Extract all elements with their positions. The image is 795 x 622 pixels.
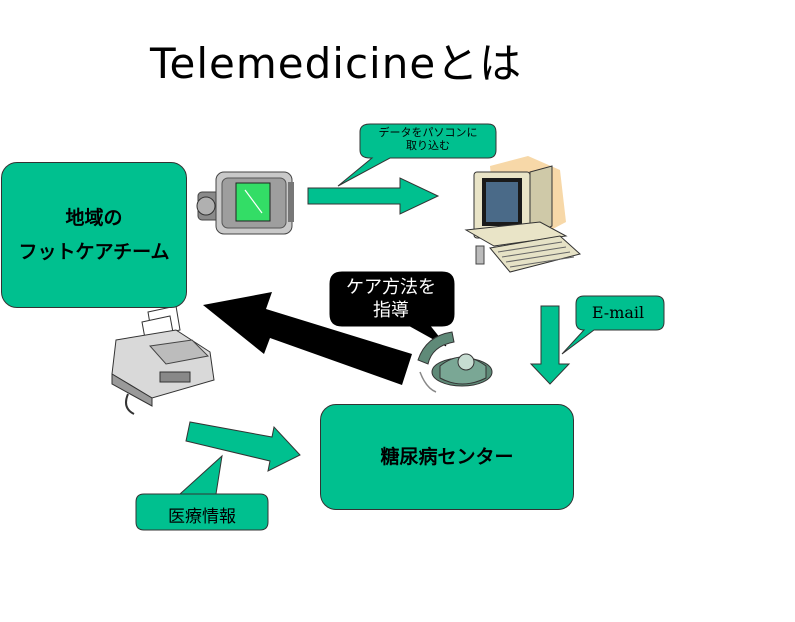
telephone-icon [417,331,493,393]
foot-care-team-line2: フットケアチーム [18,241,170,263]
data-transfer-line2: 取り込む [406,139,450,152]
foot-care-team-box: 地域の フットケアチーム [1,162,187,308]
page-title: Telemedicineとは [150,39,523,88]
medical-info-callout [135,454,269,531]
diabetes-center-box: 糖尿病センター [320,404,574,510]
medical-info-callout-text: 医療情報 [168,507,236,527]
guidance-arrow [203,292,412,385]
camera-to-pc-arrow [307,177,440,215]
email-callout-text: E-mail [591,303,645,322]
data-transfer-callout [337,123,497,187]
email-callout [561,295,665,355]
computer-icon [464,156,582,273]
care-guidance-line2: 指導 [373,300,409,321]
digital-camera-icon [196,171,294,235]
care-guidance-line1: ケア方法を [346,277,436,298]
fax-machine-icon [111,305,215,415]
data-transfer-line1: データをパソコンに [378,126,478,139]
data-transfer-callout-text: データをパソコンに 取り込む [358,126,498,152]
care-guidance-callout-text: ケア方法を 指導 [328,276,454,322]
foot-care-team-line1: 地域の [65,207,123,229]
pc-to-center-arrow [529,305,571,385]
fax-to-center-arrow [185,421,301,472]
diabetes-center-label: 糖尿病センター [380,446,514,468]
